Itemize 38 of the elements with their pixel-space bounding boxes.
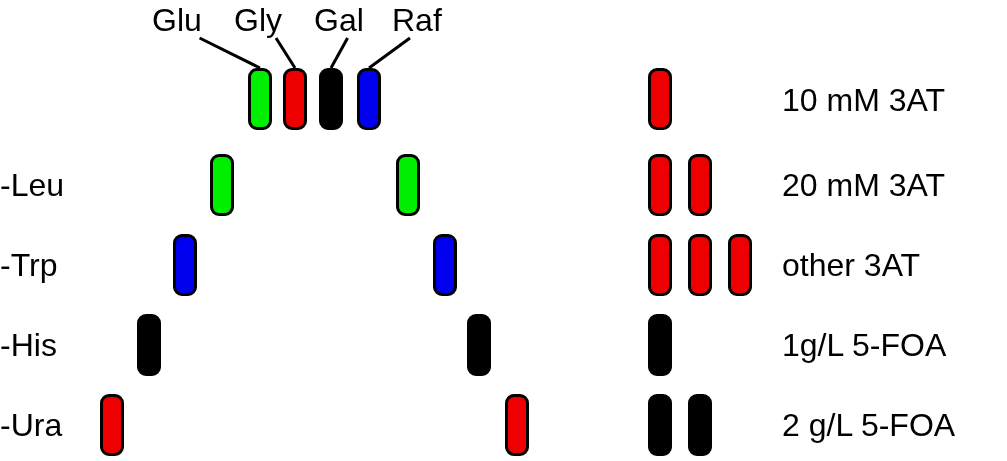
rounded-bar xyxy=(688,394,712,456)
dropout-label: -Leu xyxy=(0,167,65,203)
rounded-bar xyxy=(648,154,672,216)
condition-label: 2 g/L 5-FOA xyxy=(782,407,956,443)
column-label: Glu xyxy=(152,2,202,38)
rounded-bar xyxy=(283,68,307,130)
condition-label: 20 mM 3AT xyxy=(782,167,945,203)
rounded-bar xyxy=(728,234,752,296)
condition-label: other 3AT xyxy=(782,247,921,283)
rounded-bar xyxy=(648,68,672,130)
dropout-label: -Trp xyxy=(0,247,58,283)
rounded-bar xyxy=(433,234,457,296)
leader-line xyxy=(198,36,261,70)
rounded-bar xyxy=(648,394,672,456)
rounded-bar xyxy=(648,234,672,296)
condition-label: 1g/L 5-FOA xyxy=(782,327,947,363)
rounded-bar xyxy=(319,68,343,130)
column-label: Gly xyxy=(234,2,282,38)
rounded-bar xyxy=(100,394,124,456)
rounded-bar xyxy=(248,68,272,130)
leader-line xyxy=(274,37,297,69)
rounded-bar xyxy=(396,154,420,216)
rounded-bar xyxy=(173,234,197,296)
rounded-bar xyxy=(137,314,161,376)
rounded-bar xyxy=(357,68,381,130)
leader-line xyxy=(329,37,349,69)
condition-label: 10 mM 3AT xyxy=(782,82,945,118)
column-label: Raf xyxy=(392,2,442,38)
rounded-bar xyxy=(688,234,712,296)
rounded-bar xyxy=(648,314,672,376)
rounded-bar xyxy=(467,314,491,376)
rounded-bar xyxy=(688,154,712,216)
dropout-label: -His xyxy=(0,327,57,363)
rounded-bar xyxy=(210,154,234,216)
rounded-bar xyxy=(505,394,529,456)
column-label: Gal xyxy=(314,2,364,38)
dropout-label: -Ura xyxy=(0,407,63,443)
leader-line xyxy=(368,36,411,70)
